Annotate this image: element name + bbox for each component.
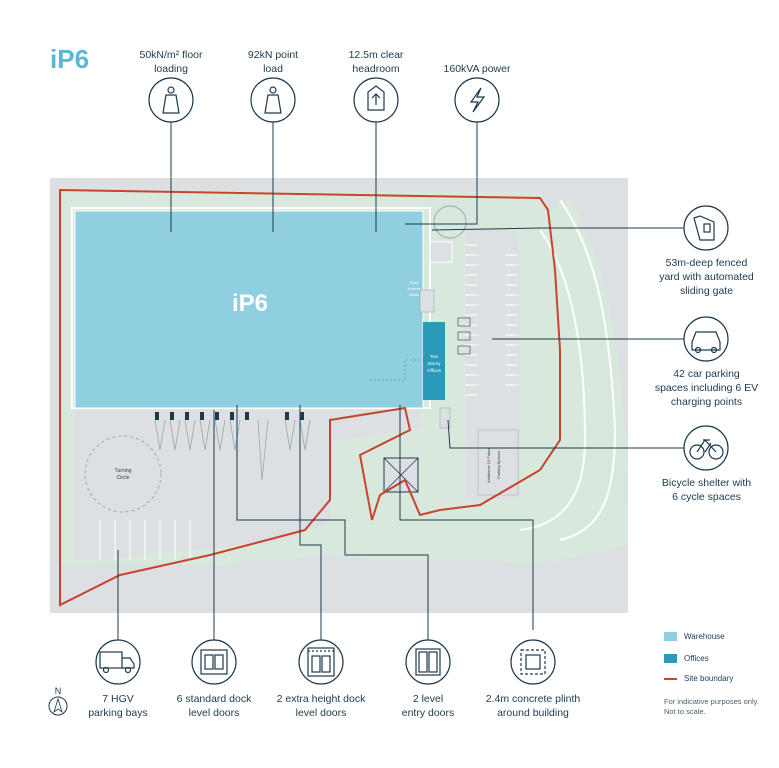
hgv-bays bbox=[99, 520, 191, 560]
tank bbox=[433, 205, 467, 239]
roof-access-label: Access bbox=[408, 286, 421, 291]
lightning-icon bbox=[454, 77, 500, 123]
turning-circle-label: Turning bbox=[115, 468, 132, 474]
building-label: iP6 bbox=[232, 290, 268, 317]
offices-swatch bbox=[664, 654, 677, 663]
disclaimer-note: For indicative purposes only. Not to sca… bbox=[664, 697, 759, 716]
site-boundary bbox=[59, 188, 561, 607]
car-icon bbox=[683, 316, 729, 362]
bottom-icons bbox=[95, 639, 556, 685]
bike-shelter bbox=[439, 407, 451, 429]
north-label: N bbox=[55, 686, 62, 696]
legend-offices: Offices bbox=[664, 654, 709, 663]
callout-lines bbox=[117, 122, 685, 642]
power-label: 160kVA power bbox=[443, 63, 511, 75]
roof-access-label: Roof bbox=[410, 280, 419, 285]
warehouse-swatch bbox=[664, 632, 677, 641]
gate-icon bbox=[683, 205, 729, 251]
page-title: iP6 bbox=[50, 44, 90, 74]
weight-icon bbox=[148, 77, 194, 123]
extra-height-door-icon bbox=[298, 639, 344, 685]
boundary-swatch bbox=[664, 677, 677, 680]
future-parking-label: Parking Spaces bbox=[496, 451, 501, 479]
dock-door-icon bbox=[191, 639, 237, 685]
turning-circle-label: Circle bbox=[117, 475, 130, 481]
dock-doors bbox=[155, 412, 304, 420]
plinth-icon bbox=[510, 639, 556, 685]
legend-site-boundary: Site boundary bbox=[664, 674, 733, 683]
legend-warehouse: Warehouse bbox=[664, 632, 725, 641]
road bbox=[50, 545, 628, 613]
turning-circle bbox=[84, 435, 162, 513]
north-arrow-icon bbox=[48, 696, 68, 716]
roof-access-label: Stairs bbox=[409, 292, 419, 297]
top-icons bbox=[148, 77, 500, 123]
truck-icon bbox=[95, 639, 141, 685]
entry-door-icon bbox=[405, 639, 451, 685]
offices-label: Two bbox=[430, 354, 439, 359]
offices-label: Offices bbox=[427, 368, 442, 373]
offices-label: Storey bbox=[427, 361, 441, 366]
offices bbox=[423, 322, 445, 400]
future-parking-label: Additional 10 Future bbox=[486, 446, 491, 483]
weight-icon bbox=[250, 77, 296, 123]
warehouse bbox=[74, 210, 424, 409]
ev-parking-icons bbox=[457, 317, 471, 355]
yard bbox=[75, 410, 420, 560]
parking-bays bbox=[465, 244, 518, 396]
right-icons bbox=[683, 205, 729, 471]
